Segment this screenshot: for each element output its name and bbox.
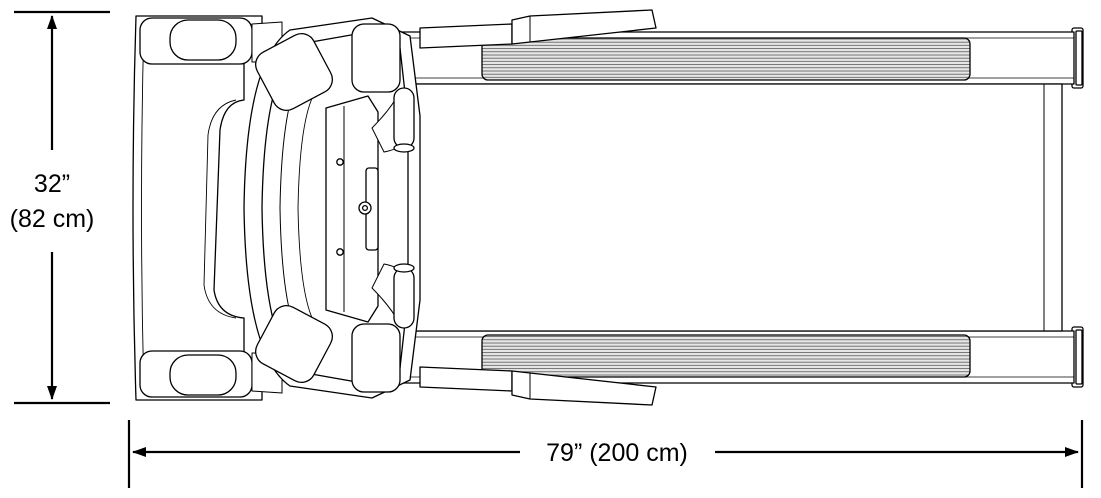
motor-hood: [132, 15, 263, 401]
length-dimension: 79” (200 cm): [127, 420, 1084, 488]
console-pad-bottom-right: [351, 323, 401, 393]
console-button-lower: [336, 248, 344, 256]
foot-rail-tread-bottom: [481, 334, 971, 378]
treadmill-top-view: [132, 9, 1084, 406]
foot-rail-tread-top: [481, 37, 971, 81]
height-metric-label: (82 cm): [10, 205, 95, 233]
front-grip-pad-top: [139, 17, 283, 65]
height-imperial-label: 32”: [34, 170, 70, 198]
side-handle-bottom: [419, 366, 657, 406]
console-pad-top-right: [351, 23, 401, 93]
console-button-upper: [336, 158, 344, 166]
running-belt: [389, 83, 1063, 332]
console: [243, 17, 421, 399]
rear-end-cap-bottom: [1071, 326, 1084, 388]
side-handle-top: [419, 9, 657, 49]
heart-rate-grip-upper: [371, 87, 415, 153]
height-dimension: 32” (82 cm): [10, 10, 110, 405]
front-grip-pad-bottom: [139, 350, 283, 398]
console-pad-top-left: [255, 33, 333, 111]
heart-rate-grip-lower: [371, 263, 415, 329]
display-panel: [325, 95, 379, 323]
rear-end-cap-top: [1071, 27, 1084, 89]
length-label: 79” (200 cm): [546, 439, 688, 467]
console-pad-bottom-left: [255, 305, 333, 383]
